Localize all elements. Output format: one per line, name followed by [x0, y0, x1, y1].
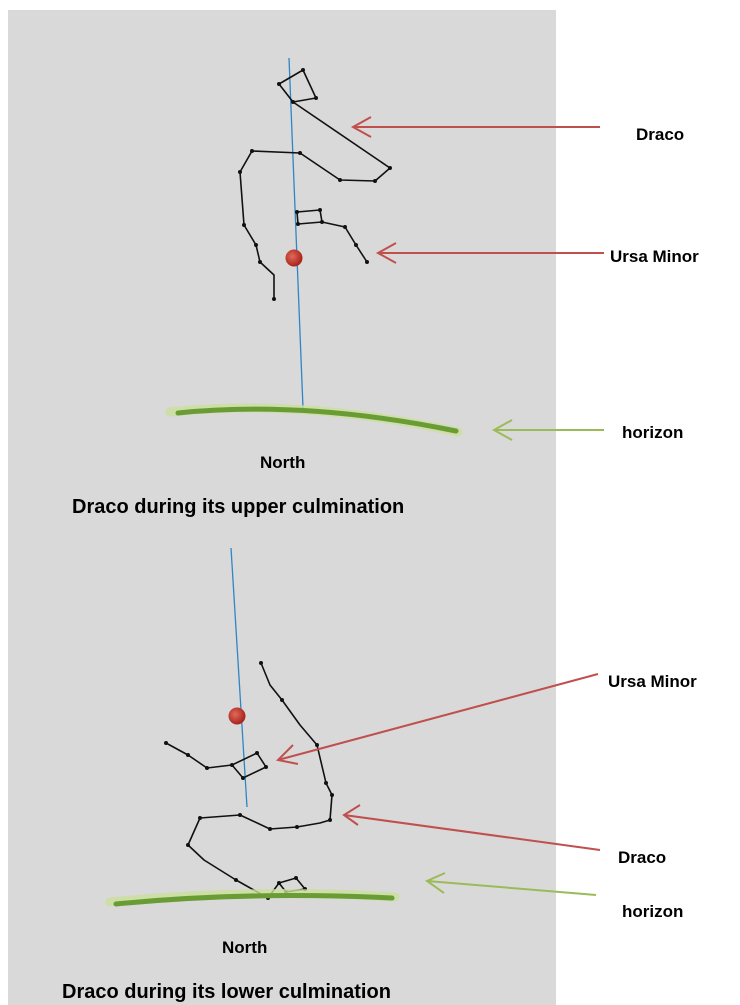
upper-draco-constellation [238, 68, 392, 301]
lower-meridian-line [231, 548, 247, 807]
lower-draco-arrow [344, 805, 600, 850]
upper-polaris-star [286, 250, 303, 267]
lower-north-label: North [222, 938, 267, 957]
lower-culmination-scene: Ursa Minor Draco horizon North Draco dur… [62, 548, 697, 1003]
lower-horizon-arrow [427, 873, 596, 895]
upper-horizon-arrow [494, 420, 604, 440]
upper-meridian-line [289, 58, 303, 408]
lower-ursa-minor-constellation [164, 741, 268, 780]
upper-culmination-scene: Draco Ursa Minor horizon North Draco dur… [72, 58, 699, 518]
upper-draco-arrow [353, 117, 600, 137]
lower-draco-label: Draco [618, 848, 666, 867]
upper-caption: Draco during its upper culmination [72, 496, 404, 518]
lower-draco-constellation [186, 661, 334, 900]
upper-ursa-minor-arrow [378, 243, 604, 263]
upper-horizon-label: horizon [622, 423, 683, 442]
upper-ursa-minor-constellation [295, 208, 369, 264]
lower-polaris-star [229, 708, 246, 725]
lower-caption: Draco during its lower culmination [62, 981, 391, 1003]
upper-north-label: North [260, 453, 305, 472]
upper-ursa-minor-label: Ursa Minor [610, 247, 699, 266]
upper-draco-label: Draco [636, 125, 684, 144]
lower-ursa-minor-arrow [278, 674, 598, 764]
lower-horizon-label: horizon [622, 902, 683, 921]
lower-ursa-minor-label: Ursa Minor [608, 672, 697, 691]
